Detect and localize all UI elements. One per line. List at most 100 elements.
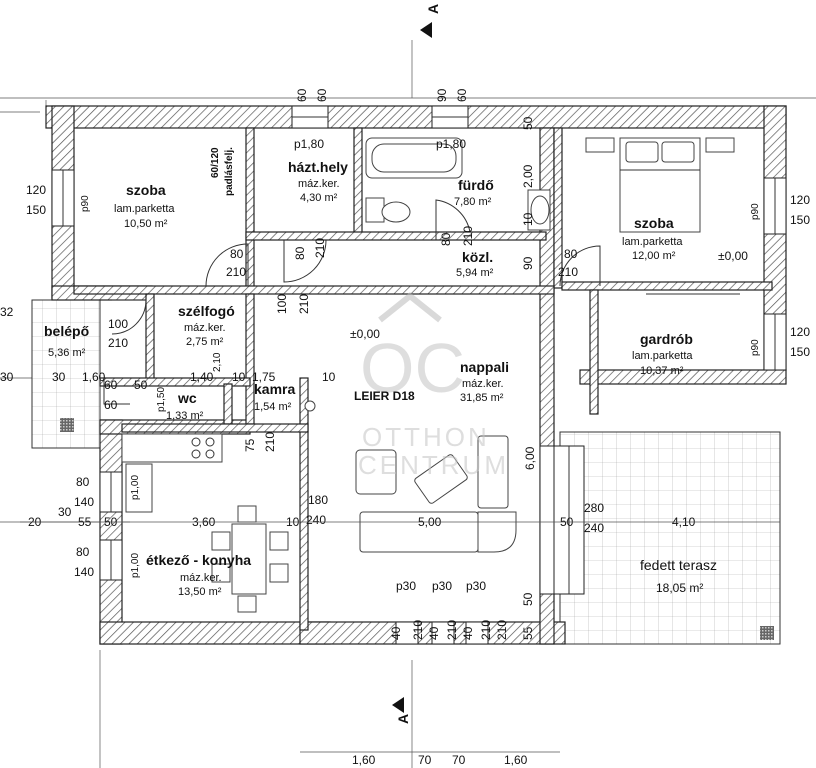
room-szelfogo-name: szélfogó (178, 303, 235, 319)
dim-d10b: 10 (232, 370, 246, 384)
dim-d90a: 90 (435, 88, 449, 102)
room-furdo-area: 7,80 m² (454, 196, 492, 208)
room-szoba1-area: 10,50 m² (124, 218, 168, 230)
dim-d50top: 50 (521, 116, 535, 130)
room-nappali-name: nappali (460, 359, 509, 375)
room-etkezo-floor: máz.ker. (180, 572, 222, 584)
section-label-top: A (425, 4, 441, 14)
dim-b40b: 40 (427, 626, 441, 640)
dim-d100a: 100 (275, 294, 289, 314)
label-p30b: p30 (432, 579, 452, 593)
dim-d160: 1,60 (82, 370, 106, 384)
label-p90c: p90 (750, 339, 761, 356)
dim-d600: 6,00 (523, 446, 537, 470)
room-terasz-name: fedett terasz (640, 557, 717, 573)
label-p100b: p1,00 (130, 553, 141, 578)
label-p100a: p1,00 (130, 475, 141, 500)
dim-w140a: 140 (74, 495, 94, 509)
dim-d60c: 60 (455, 88, 469, 102)
windows (51, 105, 787, 645)
room-szelfogo-area: 2,75 m² (186, 336, 224, 348)
dim-w80b: 80 (76, 545, 90, 559)
label-p90a: p90 (80, 195, 91, 212)
dim-d210f: 210 (108, 336, 128, 350)
section-marker-bottom: A (392, 697, 411, 724)
dim-d210g: 2,10 (212, 352, 223, 372)
dim-b210a: 210 (411, 620, 425, 640)
label-padlasfelj: 60/120 (210, 147, 221, 178)
room-haztart-floor: máz.ker. (298, 178, 340, 190)
drain-entrance (60, 418, 74, 432)
doors (103, 199, 601, 405)
section-marker-top: A (420, 4, 441, 38)
section-label-bottom: A (395, 714, 411, 724)
room-szoba1-floor: lam.parketta (114, 203, 175, 215)
dim-d32: 32 (0, 305, 14, 319)
interior-walls (73, 127, 773, 631)
room-kozl-name: közl. (462, 249, 493, 265)
dim-d80c: 80 (439, 232, 453, 246)
room-szoba2-name: szoba (634, 215, 674, 231)
room-etkezo-name: étkező - konyha (146, 552, 251, 568)
dim-w150l: 150 (26, 203, 46, 217)
label-p90b: p90 (750, 203, 761, 220)
watermark-line1: OTTHON (362, 422, 490, 452)
dim-b55: 55 (521, 626, 535, 640)
dim-d80a: 80 (230, 247, 244, 261)
label-padlasfelj2: padlásfelj. (224, 147, 235, 196)
room-gardrob-floor: lam.parketta (632, 350, 693, 362)
dim-b210d: 210 (495, 620, 509, 640)
dim-d50a: 50 (134, 378, 148, 392)
dim-d200: 2,00 (521, 164, 535, 188)
dim-d210h: 210 (263, 432, 277, 452)
room-etkezo-area: 13,50 m² (178, 586, 222, 598)
dim-w120r2: 120 (790, 325, 810, 339)
dim-d140: 1,40 (190, 370, 214, 384)
level-mark-1: ±0,00 (350, 327, 380, 341)
dim-d60d: 60 (104, 378, 118, 392)
dim-d280: 280 (584, 501, 604, 515)
dim-d240a: 240 (306, 513, 326, 527)
bedroom-furniture (585, 137, 735, 233)
dim-w150r2: 150 (790, 345, 810, 359)
dim-d240b: 240 (584, 521, 604, 535)
label-p30a: p30 (396, 579, 416, 593)
dim-b210b: 210 (445, 620, 459, 640)
room-kamra-area: 1,54 m² (254, 401, 292, 413)
label-p150: p1,50 (156, 387, 167, 412)
dim-d60a: 60 (295, 88, 309, 102)
room-terasz-area: 18,05 m² (656, 581, 703, 595)
dim-d210d: 210 (558, 265, 578, 279)
dim-d210c: 210 (461, 226, 475, 246)
watermark-line2: CENTRUM (358, 450, 509, 480)
watermark: OC OTTHON CENTRUM (358, 292, 509, 480)
dim-w120r1: 120 (790, 193, 810, 207)
dim-d180: 180 (308, 493, 328, 507)
dim-d60b: 60 (315, 88, 329, 102)
room-labels: szoba lam.parketta 10,50 m² házt.hely má… (44, 159, 717, 598)
dim-w120l: 120 (26, 183, 46, 197)
dim-d210b: 210 (313, 238, 327, 258)
watermark-logo: OC (360, 329, 465, 407)
dim-d175: 1,75 (252, 370, 276, 384)
dim-d210a: 210 (226, 265, 246, 279)
dim-d80d: 80 (564, 247, 578, 261)
room-szoba2-floor: lam.parketta (622, 236, 683, 248)
dim-d100b: 100 (108, 317, 128, 331)
kitchen-furniture (121, 433, 289, 613)
dim-bot160a: 1,60 (352, 753, 376, 767)
room-gardrob-area: 10,37 m² (640, 365, 684, 377)
room-haztart-area: 4,30 m² (300, 192, 338, 204)
room-furdo-name: fürdő (458, 177, 494, 193)
dim-bot70b: 70 (452, 753, 466, 767)
dim-d60e: 60 (104, 398, 118, 412)
drain-terrace (760, 626, 774, 640)
room-gardrob-name: gardrób (640, 331, 693, 347)
room-kamra-name: kamra (254, 381, 295, 397)
room-kozl-area: 5,94 m² (456, 267, 494, 279)
dim-d90b: 90 (521, 256, 535, 270)
dim-bot70a: 70 (418, 753, 432, 767)
dim-w140b: 140 (74, 565, 94, 579)
room-wc-name: wc (177, 390, 197, 406)
